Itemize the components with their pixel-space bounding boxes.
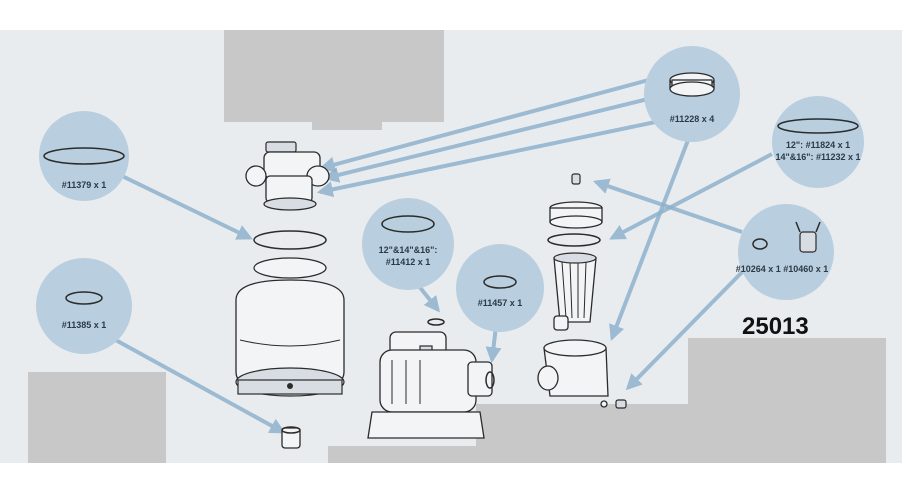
- redaction-block: [28, 372, 166, 463]
- callout-filter-o-ring: #11379 x 1: [39, 111, 129, 201]
- callout-label: #10264 x 1 #10460 x 1: [736, 264, 829, 274]
- callout-label: #11457 x 1: [478, 298, 523, 308]
- gasket-icon: [381, 215, 435, 233]
- callout-label: #11379 x 1: [62, 180, 107, 190]
- callout-hose-gasket: #11457 x 1: [456, 244, 544, 332]
- callout-label: #11385 x 1: [62, 320, 107, 330]
- pointer-arrows: [111, 76, 773, 434]
- pump-motor-illustration: [367, 318, 495, 439]
- o-ring-icon: [43, 147, 125, 165]
- callout-tank-gasket: 12"&14"&16": #11412 x 1: [362, 198, 454, 290]
- gasket-icon: [483, 275, 517, 289]
- callout-label: 12"&14"&16":: [379, 245, 438, 255]
- callout-strainer-o-ring: 12": #11824 x 1 14"&16": #11232 x 1: [772, 96, 864, 188]
- redaction-block: [224, 30, 444, 122]
- redaction-block: [328, 446, 476, 463]
- redaction-block: [312, 118, 382, 130]
- sand-filter-illustration: [235, 141, 345, 449]
- valve-gasket-icon: [669, 81, 715, 97]
- strainer-housing-illustration: [537, 173, 627, 409]
- model-number: 25013: [742, 313, 809, 340]
- o-ring-icon: [777, 118, 859, 134]
- callout-label: 14"&16": #11232 x 1: [775, 152, 860, 162]
- redaction-block: [688, 338, 886, 408]
- callout-label: #11412 x 1: [386, 257, 431, 267]
- callout-valve-gasket: #11228 x 4: [644, 46, 740, 142]
- callout-label: 12": #11824 x 1: [786, 140, 850, 150]
- redaction-block: [476, 404, 886, 463]
- callout-drain-gasket: #11385 x 1: [36, 258, 132, 354]
- gasket-icon: [65, 291, 103, 305]
- callout-drain-plug: #10264 x 1 #10460 x 1: [736, 204, 834, 300]
- callout-label: #11228 x 4: [670, 114, 715, 124]
- drain-plug-icon: [799, 231, 817, 253]
- washer-icon: [752, 238, 768, 250]
